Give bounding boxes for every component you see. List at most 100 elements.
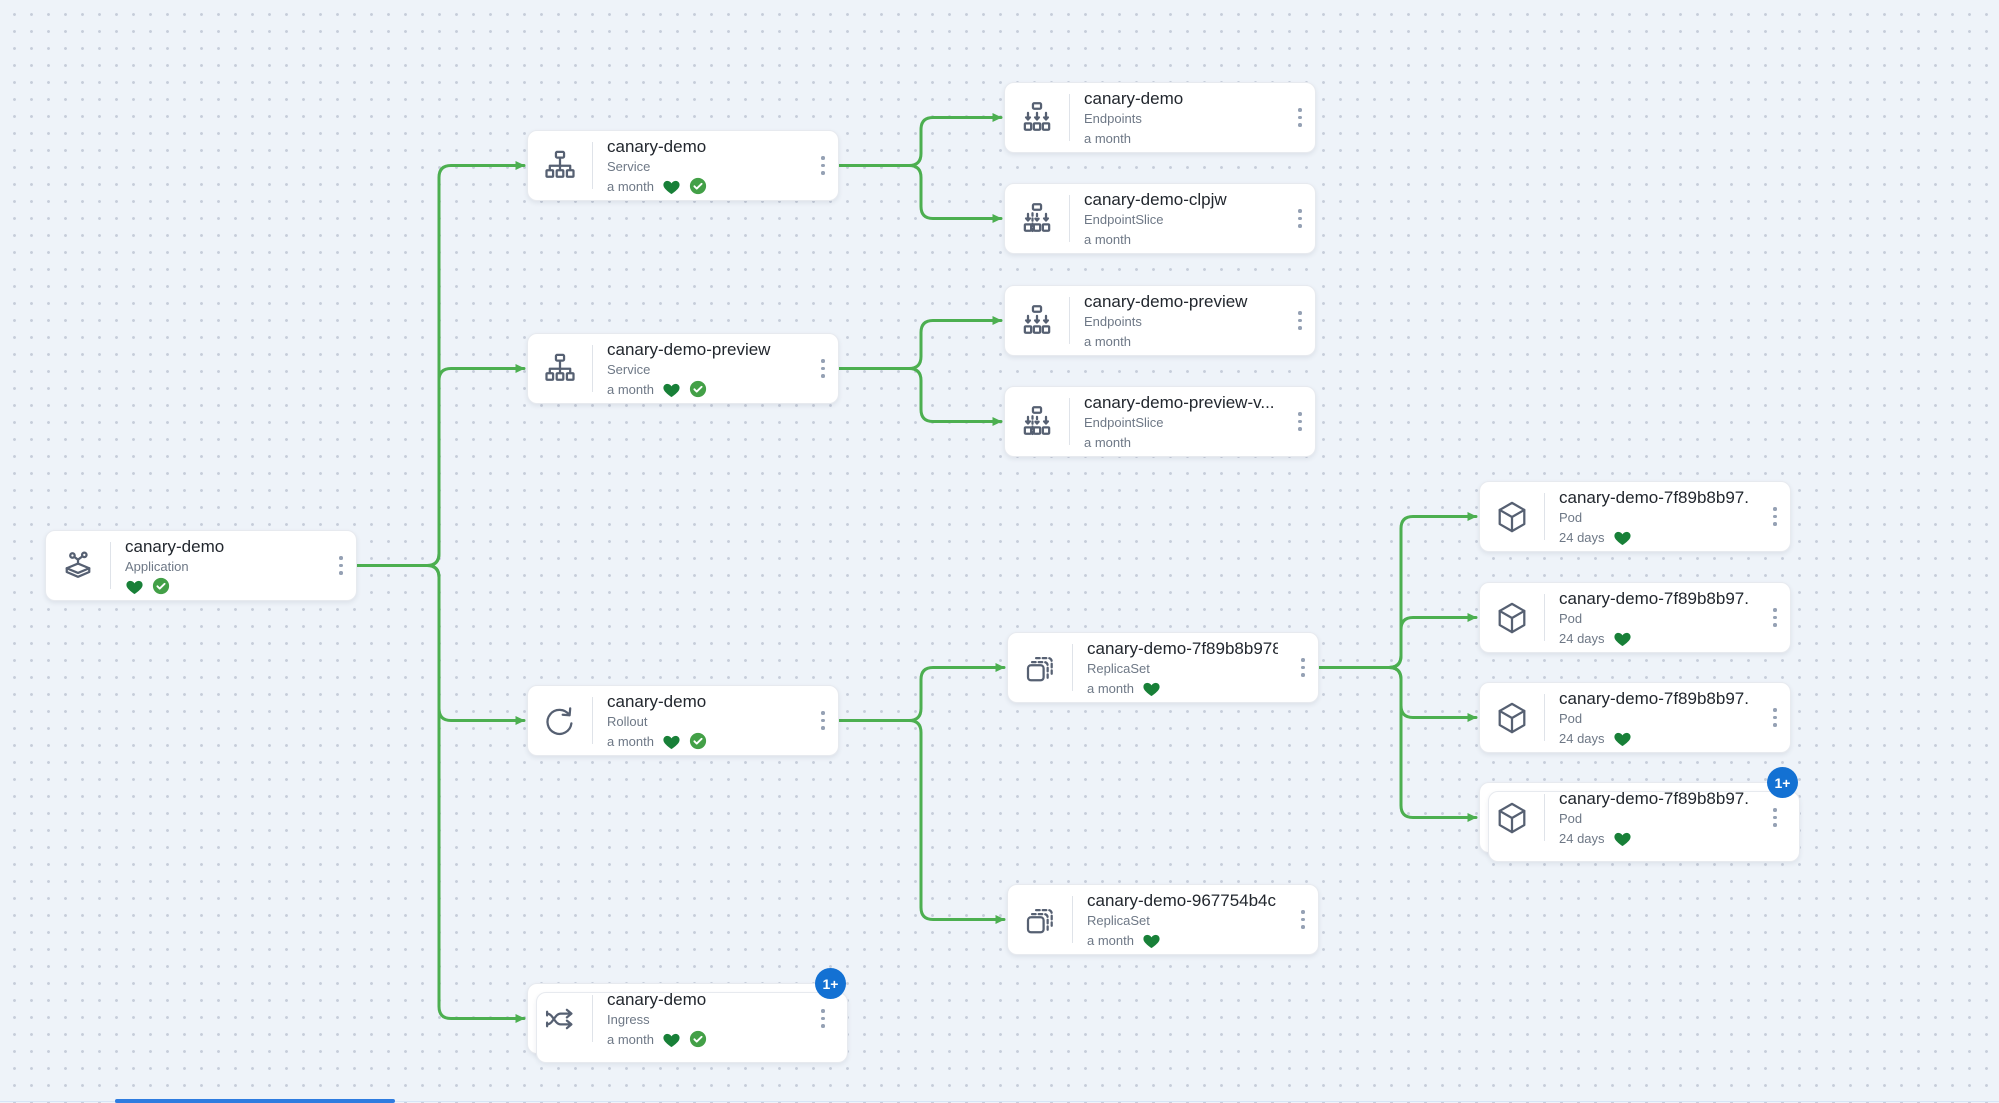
replicaset-icon <box>1008 885 1072 954</box>
node-divider <box>592 345 593 392</box>
resource-node-endpoints[interactable]: canary-demo Endpoints a month <box>1004 82 1316 153</box>
node-divider <box>1072 644 1073 691</box>
collapsed-count-badge[interactable]: 1+ <box>815 968 846 999</box>
resource-name: canary-demo-preview <box>607 339 771 359</box>
resource-name: canary-demo-7f89b8b97... <box>1559 488 1750 508</box>
health-heart-icon <box>662 1031 681 1048</box>
node-menu-button[interactable] <box>1760 783 1790 852</box>
resource-name: canary-demo-7f89b8b97... <box>1559 689 1750 709</box>
resource-age: a month <box>1084 231 1131 247</box>
node-menu-button[interactable] <box>808 686 838 755</box>
resource-age: 24 days <box>1559 529 1605 545</box>
resource-node-rollout[interactable]: canary-demo Rollout a month <box>527 685 839 756</box>
node-divider <box>592 697 593 744</box>
resource-node-application[interactable]: canary-demo Application <box>45 530 357 601</box>
resource-age: a month <box>607 381 654 397</box>
resource-age: a month <box>1087 680 1134 696</box>
resource-node-pod[interactable]: 1+ canary-demo-7f89b8b97... Pod 24 days <box>1479 767 1800 862</box>
node-menu-button[interactable] <box>1285 184 1315 253</box>
node-divider <box>1069 94 1070 141</box>
service-icon <box>528 131 592 200</box>
health-heart-icon <box>662 381 681 398</box>
node-divider <box>1544 694 1545 741</box>
resource-node-ingress[interactable]: 1+ canary-demo Ingress a month <box>527 968 848 1063</box>
resource-name: canary-demo <box>607 691 707 711</box>
node-menu-button[interactable] <box>1760 583 1790 652</box>
node-menu-button[interactable] <box>1760 482 1790 551</box>
resource-age: 24 days <box>1559 830 1605 846</box>
endpointslice-icon <box>1005 184 1069 253</box>
node-menu-button[interactable] <box>1760 683 1790 752</box>
resource-node-endpointslice[interactable]: canary-demo-preview-v... EndpointSlice a… <box>1004 386 1316 457</box>
resource-kind: Ingress <box>607 1011 650 1027</box>
node-menu-button[interactable] <box>326 531 356 600</box>
resource-kind: Endpoints <box>1084 314 1142 330</box>
node-divider <box>1069 398 1070 445</box>
node-divider <box>1544 493 1545 540</box>
horizontal-scrollbar-thumb[interactable] <box>115 1099 395 1103</box>
resource-node-pod[interactable]: canary-demo-7f89b8b97... Pod 24 days <box>1479 682 1791 753</box>
synced-check-icon <box>689 177 707 195</box>
resource-kind: Service <box>607 361 651 377</box>
health-heart-icon <box>1613 730 1632 747</box>
resource-node-endpoints[interactable]: canary-demo-preview Endpoints a month <box>1004 285 1316 356</box>
node-menu-button[interactable] <box>1285 83 1315 152</box>
resource-node-endpointslice[interactable]: canary-demo-clpjw EndpointSlice a month <box>1004 183 1316 254</box>
resource-age: 24 days <box>1559 630 1605 646</box>
resource-age: a month <box>1084 434 1131 450</box>
resource-kind: EndpointSlice <box>1084 212 1164 228</box>
resource-kind: EndpointSlice <box>1084 415 1164 431</box>
node-menu-button[interactable] <box>1288 885 1318 954</box>
resource-kind: Endpoints <box>1084 111 1142 127</box>
node-divider <box>110 542 111 589</box>
resource-node-pod[interactable]: canary-demo-7f89b8b97... Pod 24 days <box>1479 481 1791 552</box>
node-divider <box>592 142 593 189</box>
resource-name: canary-demo <box>607 989 707 1009</box>
resource-node-service[interactable]: canary-demo-preview Service a month <box>527 333 839 404</box>
resource-name: canary-demo-7f89b8b97... <box>1559 589 1750 609</box>
resource-node-replicaset[interactable]: canary-demo-967754b4c ReplicaSet a month <box>1007 884 1319 955</box>
resource-kind: ReplicaSet <box>1087 661 1150 677</box>
health-heart-icon <box>1142 932 1161 949</box>
synced-check-icon <box>689 732 707 750</box>
health-heart-icon <box>1613 630 1632 647</box>
collapsed-count-badge[interactable]: 1+ <box>1767 767 1798 798</box>
node-menu-button[interactable] <box>808 131 838 200</box>
resource-node-replicaset[interactable]: canary-demo-7f89b8b978 ReplicaSet a mont… <box>1007 632 1319 703</box>
health-heart-icon <box>1613 529 1632 546</box>
pod-icon <box>1480 583 1544 652</box>
resource-name: canary-demo <box>125 536 225 556</box>
resource-kind: Pod <box>1559 811 1583 827</box>
resource-name: canary-demo-7f89b8b97... <box>1559 789 1750 809</box>
synced-check-icon <box>152 577 170 595</box>
resource-age: a month <box>607 178 654 194</box>
node-menu-button[interactable] <box>1285 387 1315 456</box>
resource-node-pod[interactable]: canary-demo-7f89b8b97... Pod 24 days <box>1479 582 1791 653</box>
resource-kind: ReplicaSet <box>1087 913 1150 929</box>
resource-age: a month <box>1084 333 1131 349</box>
node-divider <box>1544 794 1545 841</box>
resource-node-service[interactable]: canary-demo Service a month <box>527 130 839 201</box>
application-icon <box>46 531 110 600</box>
resource-name: canary-demo-preview-v... <box>1084 393 1275 413</box>
node-menu-button[interactable] <box>808 334 838 403</box>
node-menu-button[interactable] <box>808 984 838 1053</box>
health-heart-icon <box>1613 830 1632 847</box>
health-heart-icon <box>1142 680 1161 697</box>
node-divider <box>1072 896 1073 943</box>
resource-name: canary-demo-clpjw <box>1084 190 1227 210</box>
resource-age: a month <box>607 733 654 749</box>
pod-icon <box>1480 683 1544 752</box>
resource-name: canary-demo-967754b4c <box>1087 891 1277 911</box>
synced-check-icon <box>689 380 707 398</box>
pod-icon <box>1480 482 1544 551</box>
ingress-icon <box>528 984 592 1053</box>
pod-icon <box>1480 783 1544 852</box>
node-menu-button[interactable] <box>1285 286 1315 355</box>
resource-age: a month <box>607 1031 654 1047</box>
node-menu-button[interactable] <box>1288 633 1318 702</box>
node-divider <box>592 995 593 1042</box>
resource-name: canary-demo-preview <box>1084 292 1248 312</box>
resource-age: a month <box>1087 932 1134 948</box>
